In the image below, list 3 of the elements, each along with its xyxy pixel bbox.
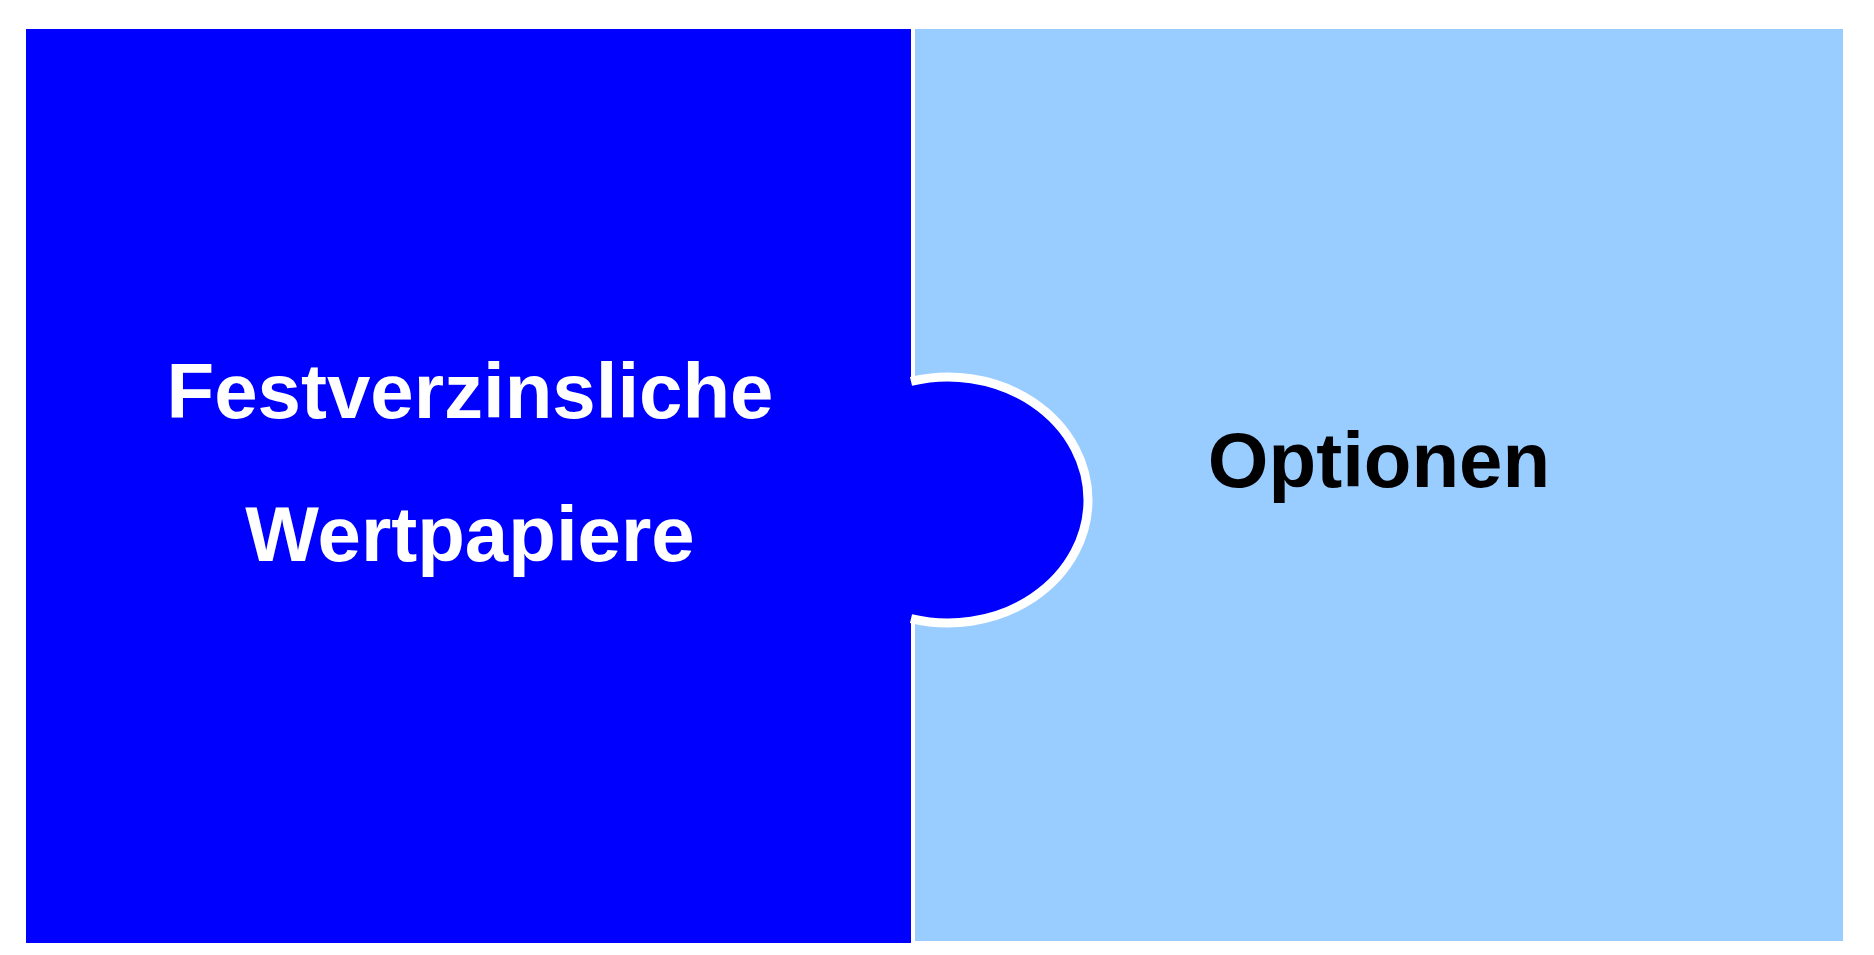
piece-label: Festverzinsliche Wertpapiere bbox=[165, 346, 775, 580]
piece-label: Optionen bbox=[1206, 415, 1552, 506]
puzzle-piece bbox=[915, 29, 1843, 941]
